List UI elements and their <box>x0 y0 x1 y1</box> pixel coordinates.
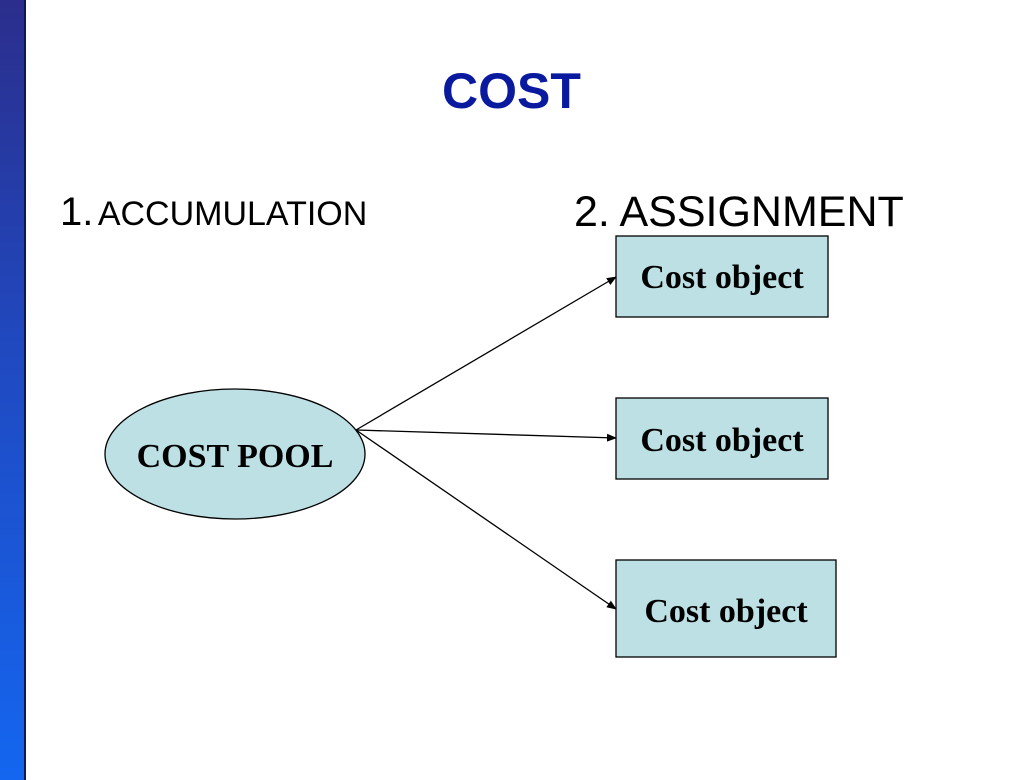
step-1-label: ACCUMULATION <box>97 195 368 233</box>
cost-object-label-3: Cost object <box>644 593 808 630</box>
cost-object-label-2: Cost object <box>640 422 804 459</box>
left-accent-bar <box>0 0 26 780</box>
cost-pool-node: COST POOL <box>104 388 366 520</box>
arrow-to-cost-object-3 <box>355 429 617 610</box>
cost-object-node-3: Cost object <box>615 559 837 658</box>
slide-title: COST <box>442 63 581 119</box>
arrow-to-cost-object-1 <box>355 276 617 431</box>
step-accumulation: 1. ACCUMULATION <box>60 190 367 235</box>
cost-object-label-1: Cost object <box>640 259 804 296</box>
step-assignment: 2. ASSIGNMENT <box>574 188 904 237</box>
step-2-number: 2. <box>574 188 610 236</box>
cost-object-node-2: Cost object <box>615 397 829 480</box>
step-2-label: ASSIGNMENT <box>619 188 904 236</box>
step-1-number: 1. <box>60 190 94 234</box>
cost-object-node-1: Cost object <box>615 235 829 318</box>
arrow-to-cost-object-2 <box>355 429 617 442</box>
cost-pool-label: COST POOL <box>137 438 334 475</box>
